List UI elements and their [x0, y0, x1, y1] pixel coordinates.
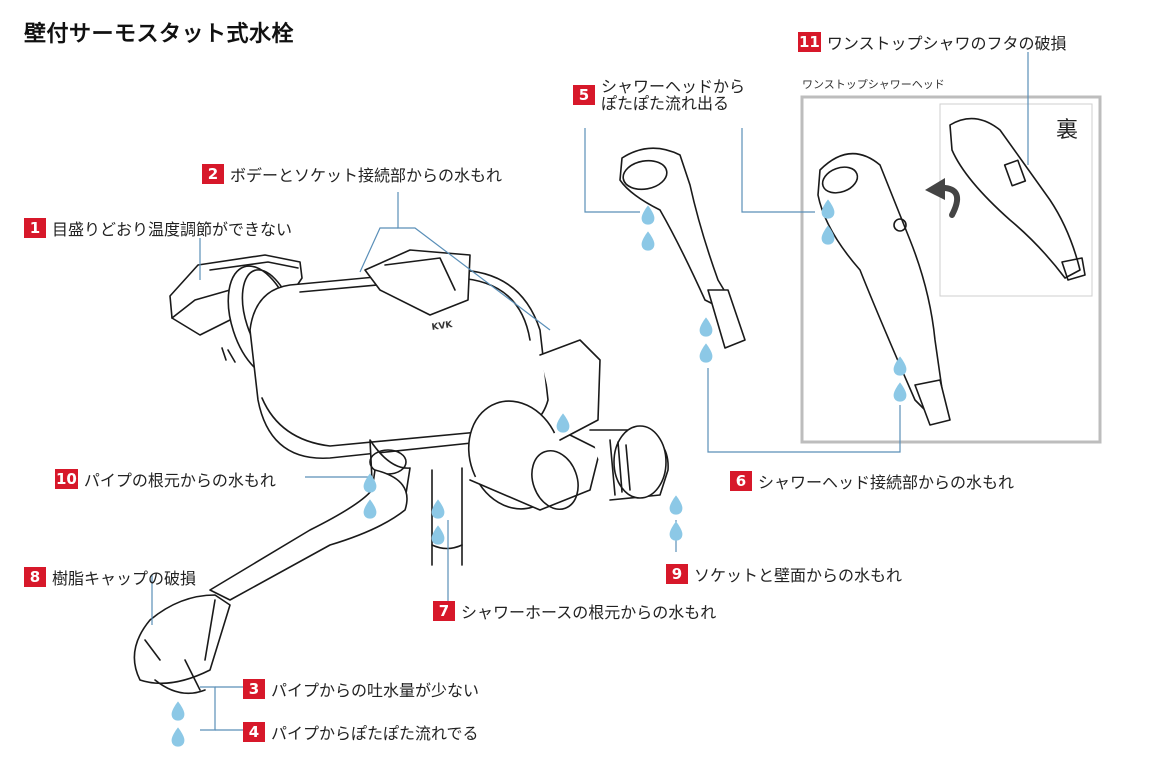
onestop-back-view	[949, 117, 1086, 281]
rotate-arrow-icon	[942, 185, 961, 218]
callout-number: 11	[798, 32, 821, 52]
callout-number: 1	[24, 218, 46, 238]
callout-label: ソケットと壁面からの水もれ	[694, 566, 903, 585]
callout-number: 3	[243, 679, 265, 699]
callout-8: 8 樹脂キャップの破損	[24, 565, 196, 589]
callout-label: パイプの根元からの水もれ	[83, 471, 276, 490]
callout-1: 1 目盛りどおり温度調節ができない	[24, 216, 292, 240]
callout-6: 6 シャワーヘッド接続部からの水もれ	[730, 469, 1014, 493]
callout-3: 3 パイプからの吐水量が少ない	[243, 677, 479, 701]
callout-number: 10	[55, 469, 78, 489]
callout-label: ワンストップシャワのフタの破損	[826, 34, 1067, 53]
spout-pipe	[133, 469, 408, 695]
leader-lines	[151, 52, 1029, 731]
callout-4: 4 パイプからぽたぽた流れでる	[243, 720, 479, 744]
callout-label: シャワーホースの根元からの水もれ	[461, 603, 717, 622]
callout-number: 4	[243, 722, 265, 742]
callout-label: パイプからの吐水量が少ない	[271, 681, 480, 700]
callout-number: 5	[573, 85, 595, 105]
callout-5: 5 シャワーヘッドから ぽたぽた流れ出る	[573, 78, 745, 112]
callout-number: 9	[666, 564, 688, 584]
callout-number: 6	[730, 471, 752, 491]
callout-label: シャワーヘッド接続部からの水もれ	[758, 473, 1015, 492]
callout-9: 9 ソケットと壁面からの水もれ	[666, 562, 902, 586]
callout-label: 樹脂キャップの破損	[52, 569, 197, 588]
callout-7: 7 シャワーホースの根元からの水もれ	[433, 599, 716, 623]
back-view-label: 裏	[1056, 118, 1079, 143]
callout-number: 8	[24, 567, 46, 587]
page-title: 壁付サーモスタット式水栓	[24, 22, 295, 47]
callout-label: パイプからぽたぽた流れでる	[271, 724, 479, 743]
callout-label: 目盛りどおり温度調節ができない	[52, 220, 293, 239]
callout-2: 2 ボデーとソケット接続部からの水もれ	[202, 162, 502, 186]
shower-head	[619, 147, 746, 349]
brand-mark: KVK	[431, 320, 454, 333]
callout-label: シャワーヘッドから ぽたぽた流れ出る	[601, 77, 746, 113]
callout-11: 11 ワンストップシャワのフタの破損	[798, 30, 1067, 54]
onestop-shower-head	[817, 152, 951, 426]
callout-number: 7	[433, 601, 455, 621]
callout-label: ボデーとソケット接続部からの水もれ	[230, 166, 503, 185]
callout-10: 10 パイプの根元からの水もれ	[55, 467, 276, 491]
inset-caption: ワンストップシャワーヘッド	[802, 78, 945, 91]
callout-number: 2	[202, 164, 224, 184]
faucet-body	[169, 249, 669, 566]
inset-frame	[800, 95, 1102, 444]
